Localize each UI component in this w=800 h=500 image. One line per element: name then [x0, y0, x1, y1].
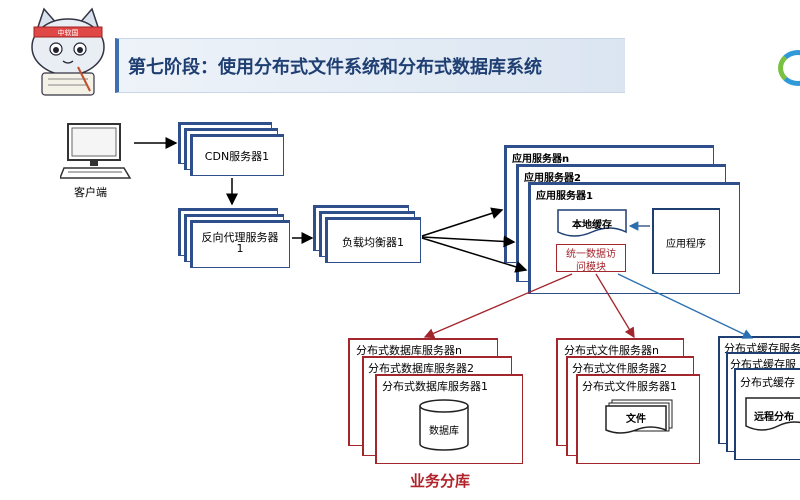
load-balancer-label: 负载均衡器1	[342, 236, 404, 249]
cache-server-1-label: 分布式缓存	[740, 376, 795, 389]
cache-server-n-label: 分布式缓存服务	[724, 342, 800, 355]
computer-icon	[58, 122, 132, 180]
title-banner	[115, 38, 625, 93]
reverse-proxy-label: 反向代理服务器	[201, 231, 279, 244]
database-label: 数据库	[429, 426, 459, 437]
app-server-n-label: 应用服务器n	[512, 154, 570, 165]
db-server-n-label: 分布式数据库服务器n	[356, 344, 462, 357]
local-cache-label: 本地缓存	[572, 220, 612, 231]
unified-access-label-1: 统一数据访	[566, 249, 616, 260]
app-server-1-label: 应用服务器1	[536, 191, 593, 202]
reverse-proxy-label-2: 1	[236, 242, 244, 255]
app-server-2-label: 应用服务器2	[524, 173, 581, 184]
page-title: 第七阶段：使用分布式文件系统和分布式数据库系统	[128, 57, 542, 78]
local-cache-icon	[556, 208, 628, 240]
brand-logo-icon	[778, 50, 800, 86]
file-icon	[604, 398, 676, 438]
client-label: 客户端	[74, 186, 107, 199]
file-server-2-label: 分布式文件服务器2	[572, 362, 667, 375]
unified-access-label-2: 问模块	[576, 262, 606, 273]
unified-access-box[interactable]	[556, 244, 626, 272]
remote-cache-icon	[744, 396, 800, 436]
db-server-2-label: 分布式数据库服务器2	[368, 362, 474, 375]
cdn-server-label: CDN服务器1	[204, 150, 270, 163]
db-server-1-label: 分布式数据库服务器1	[382, 380, 488, 393]
file-label: 文件	[626, 414, 646, 425]
load-balancer-box[interactable]	[325, 217, 421, 263]
mascot-illustration: 中软国	[18, 5, 118, 105]
database-icon	[416, 398, 472, 452]
app-program-label: 应用程序	[666, 239, 706, 250]
cache-server-2-label: 分布式缓存服	[730, 358, 796, 371]
reverse-proxy-box[interactable]	[190, 220, 290, 268]
file-server-1-label: 分布式文件服务器1	[582, 380, 677, 393]
remote-cache-label: 远程分布	[754, 412, 794, 423]
mascot-banner-text: 中软国	[58, 28, 79, 37]
file-server-n-label: 分布式文件服务器n	[564, 344, 659, 357]
business-sharding-label: 业务分库	[410, 472, 471, 490]
app-program-box[interactable]	[652, 208, 720, 274]
cdn-server-box[interactable]	[190, 134, 284, 176]
